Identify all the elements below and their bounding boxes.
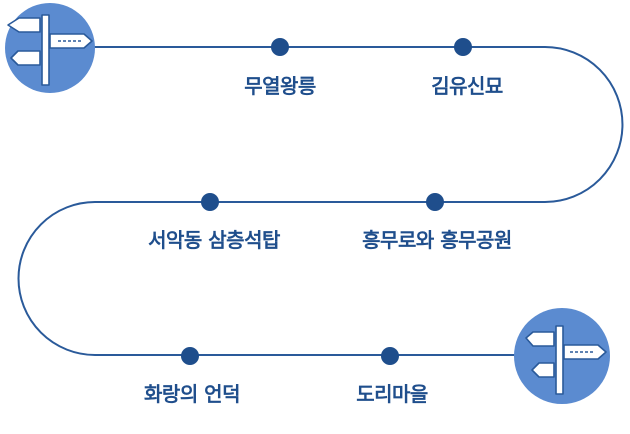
route-stop-dot — [181, 347, 199, 365]
stop-label-seoak-dong-pagoda: 서악동 삼층석탑 — [148, 228, 280, 252]
stop-label-dori-village: 도리마을 — [356, 382, 428, 406]
start-signpost-badge — [5, 3, 95, 93]
route-stop-dot — [426, 193, 444, 211]
end-signpost-badge — [514, 308, 610, 404]
route-stop-dot — [201, 193, 219, 211]
stop-label-kim-yusin-tomb: 김유신묘 — [431, 74, 503, 98]
signpost-icon — [7, 14, 93, 86]
stop-label-mureol-wangneung: 무열왕릉 — [244, 74, 316, 98]
route-stop-dot — [381, 347, 399, 365]
stop-label-heungmu-road-park: 흥무로와 흥무공원 — [362, 228, 512, 252]
stop-label-hwarang-hill: 화랑의 언덕 — [144, 382, 240, 406]
signpost-icon — [525, 325, 607, 395]
route-line — [17, 46, 624, 356]
route-stop-dot — [454, 38, 472, 56]
route-stop-dot — [271, 38, 289, 56]
